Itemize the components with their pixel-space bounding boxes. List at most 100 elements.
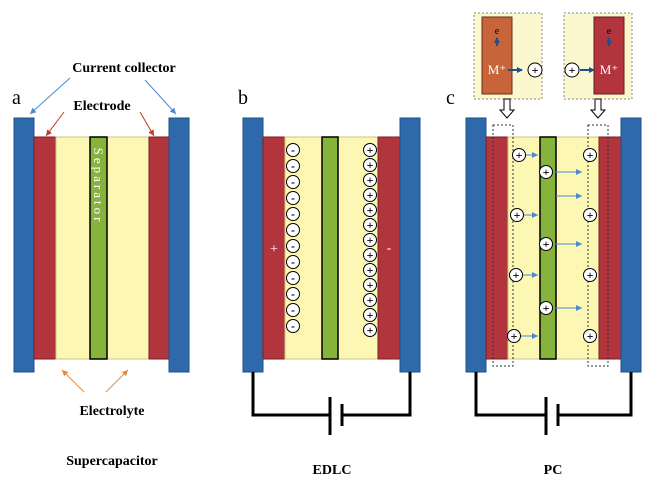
zoom-region-left: [492, 124, 514, 367]
inset-left-cation: [527, 62, 543, 78]
svg-text:-: -: [291, 143, 295, 157]
svg-text:-: -: [291, 255, 295, 269]
current-collector-label: Current collector: [72, 61, 176, 76]
svg-text:+: +: [543, 301, 550, 315]
svg-text:+: +: [587, 148, 594, 162]
zoom-region-right: [587, 124, 609, 367]
svg-text:-: -: [291, 223, 295, 237]
separator: [321, 136, 339, 360]
svg-text:+: +: [367, 293, 374, 307]
cation: +: [583, 268, 597, 282]
panel-a: a Current collector Electrode Separator …: [12, 61, 190, 469]
circuit-wire-right: [342, 372, 412, 417]
circuit-wire-left: [251, 372, 330, 417]
positive-ion: +: [363, 323, 377, 337]
negative-ion: -: [286, 287, 300, 301]
zoom-arrow-left: [498, 98, 516, 119]
negative-ion: -: [286, 159, 300, 173]
svg-text:+: +: [587, 329, 594, 343]
svg-text:+: +: [367, 203, 374, 217]
electrolyte-arrow-left: [61, 369, 85, 393]
svg-text:+: +: [367, 263, 374, 277]
current-collector-right: [168, 117, 190, 373]
separator-label: Separator: [91, 148, 106, 225]
current-collector-left: [465, 117, 487, 373]
svg-text:+: +: [367, 218, 374, 232]
cation: +: [583, 148, 597, 162]
current-collector-left: [13, 117, 35, 373]
positive-ion: +: [363, 143, 377, 157]
inset-left-electron: e: [495, 26, 500, 37]
electrode-arrow-right: [139, 111, 155, 137]
ion-flow-arrows: [520, 152, 582, 339]
svg-text:-: -: [291, 175, 295, 189]
negative-ion: -: [286, 271, 300, 285]
svg-text:+: +: [587, 268, 594, 282]
cation: +: [512, 148, 526, 162]
collector-arrow-left: [29, 77, 71, 115]
electrode-plus-sign: +: [270, 242, 278, 257]
inset-left-cation-sign: +: [532, 63, 539, 77]
cation: +: [583, 329, 597, 343]
svg-text:+: +: [543, 165, 550, 179]
cation: +: [583, 208, 597, 222]
cation: +: [507, 329, 521, 343]
collector-arrow-right: [144, 79, 177, 115]
negative-ion: -: [286, 303, 300, 317]
electrode-right: [148, 136, 170, 360]
separator: [89, 136, 108, 360]
svg-text:-: -: [291, 239, 295, 253]
svg-text:+: +: [513, 268, 520, 282]
negative-ion: -: [286, 239, 300, 253]
current-collector-right: [399, 117, 421, 373]
cation: +: [509, 268, 523, 282]
svg-text:+: +: [516, 148, 523, 162]
svg-text:+: +: [514, 208, 521, 222]
inset-right-electrode: [593, 16, 625, 95]
panel-c: c e M⁺ + e M⁺ + +++++++++++: [446, 12, 642, 478]
current-collector-right: [620, 117, 642, 373]
inset-right-cation: [564, 62, 580, 78]
inset-right-metal-ion: M⁺: [600, 62, 618, 77]
positive-ion: +: [363, 278, 377, 292]
pc-caption: PC: [544, 463, 563, 478]
positive-ion: +: [363, 308, 377, 322]
positive-ion: +: [363, 233, 377, 247]
panel-b-letter: b: [238, 87, 248, 109]
cation: +: [539, 237, 553, 251]
zoom-arrow-right: [589, 98, 607, 119]
positive-ion-layer: +++++++++++++: [363, 143, 377, 337]
cation: +: [510, 208, 524, 222]
svg-text:+: +: [367, 233, 374, 247]
panel-c-letter: c: [446, 87, 455, 109]
positive-ion: +: [363, 188, 377, 202]
negative-ion: -: [286, 207, 300, 221]
svg-text:+: +: [367, 188, 374, 202]
svg-text:-: -: [291, 319, 295, 333]
svg-text:+: +: [367, 323, 374, 337]
electrode-arrow-left: [45, 111, 65, 137]
electrode-minus-sign: -: [387, 241, 392, 256]
negative-ion-layer: - - - - - - - - - - - -: [286, 143, 300, 333]
edlc-caption: EDLC: [313, 463, 352, 478]
electrolyte-arrow-right: [105, 369, 129, 393]
positive-ion: +: [363, 248, 377, 262]
svg-text:+: +: [367, 173, 374, 187]
negative-ion: -: [286, 175, 300, 189]
inset-left-metal-ion: M⁺: [488, 62, 506, 77]
circuit-wire-right: [558, 372, 633, 417]
svg-text:+: +: [367, 278, 374, 292]
negative-ion: -: [286, 191, 300, 205]
svg-text:-: -: [291, 159, 295, 173]
svg-text:-: -: [291, 207, 295, 221]
cation: +: [539, 301, 553, 315]
positive-ion: +: [363, 173, 377, 187]
svg-text:-: -: [291, 271, 295, 285]
svg-text:+: +: [367, 248, 374, 262]
negative-ion: -: [286, 143, 300, 157]
svg-text:+: +: [367, 143, 374, 157]
circuit-wire-left: [474, 372, 546, 417]
inset-left-electrode: [481, 16, 513, 95]
electrode-label: Electrode: [73, 99, 130, 114]
